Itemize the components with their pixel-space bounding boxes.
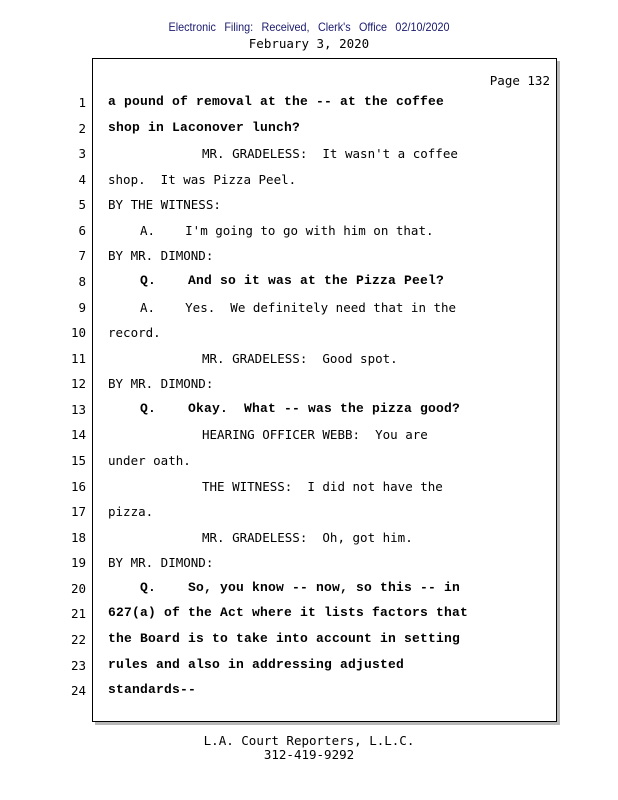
line-text: MR. GRADELESS: Good spot. [202,350,398,366]
line-text: pizza. [108,504,154,520]
line-text: the Board is to take into account in set… [108,630,461,646]
line-text: standards-- [108,682,197,698]
line-number: 2 [78,120,86,136]
line-number: 7 [78,248,86,264]
line-number: 18 [70,529,86,545]
line-number: 16 [70,478,86,494]
line-text: shop in Laconover lunch? [108,119,301,135]
line-text: BY THE WITNESS: [108,197,221,213]
line-text: HEARING OFFICER WEBB: You are [202,427,428,443]
line-text: Q. So, you know -- now, so this -- in [140,579,461,595]
line-number: 4 [78,171,86,187]
line-number: 20 [70,580,86,596]
line-number: 12 [70,376,86,392]
line-text: THE WITNESS: I did not have the [202,478,443,494]
line-text: BY MR. DIMOND: [108,376,214,392]
line-number: 14 [70,427,86,443]
line-text: Q. Okay. What -- was the pizza good? [140,400,461,416]
line-number: 8 [78,273,86,289]
line-number: 1 [78,95,86,110]
line-text: rules and also in addressing adjusted [108,656,405,672]
line-number: 21 [70,606,86,622]
line-text: Q. And so it was at the Pizza Peel? [140,272,445,288]
reporter-company: L.A. Court Reporters, L.L.C. [203,733,415,748]
transcript-page: Page 132 [92,58,557,722]
line-text: BY MR. DIMOND: [108,555,214,571]
line-number: 13 [70,401,86,417]
filing-stamp: Electronic Filing: Received, Clerk's Off… [168,20,450,34]
line-number: 24 [70,683,86,699]
line-text: 627(a) of the Act where it lists factors… [108,605,469,621]
line-number: 23 [70,657,86,673]
page-number: Page 132 [489,73,550,88]
reporter-phone: 312-419-9292 [263,747,355,762]
line-text: a pound of removal at the -- at the coff… [108,94,445,109]
line-number: 10 [70,325,86,341]
line-text: under oath. [108,452,191,468]
line-text: record. [108,325,161,341]
line-text: BY MR. DIMOND: [108,248,214,264]
line-number: 5 [78,197,86,213]
line-number: 9 [78,299,86,315]
line-text: shop. It was Pizza Peel. [108,171,297,187]
line-number: 3 [78,146,86,162]
line-number: 11 [70,350,86,366]
transcript-date: February 3, 2020 [248,36,370,51]
line-text: MR. GRADELESS: It wasn't a coffee [202,146,458,162]
line-text: A. Yes. We definitely need that in the [140,299,457,315]
line-number: 17 [70,504,86,520]
line-number: 19 [70,555,86,571]
line-text: A. I'm going to go with him on that. [140,222,434,238]
line-number: 22 [70,631,86,647]
line-number: 15 [70,452,86,468]
line-number: 6 [78,222,86,238]
line-text: MR. GRADELESS: Oh, got him. [202,529,413,545]
